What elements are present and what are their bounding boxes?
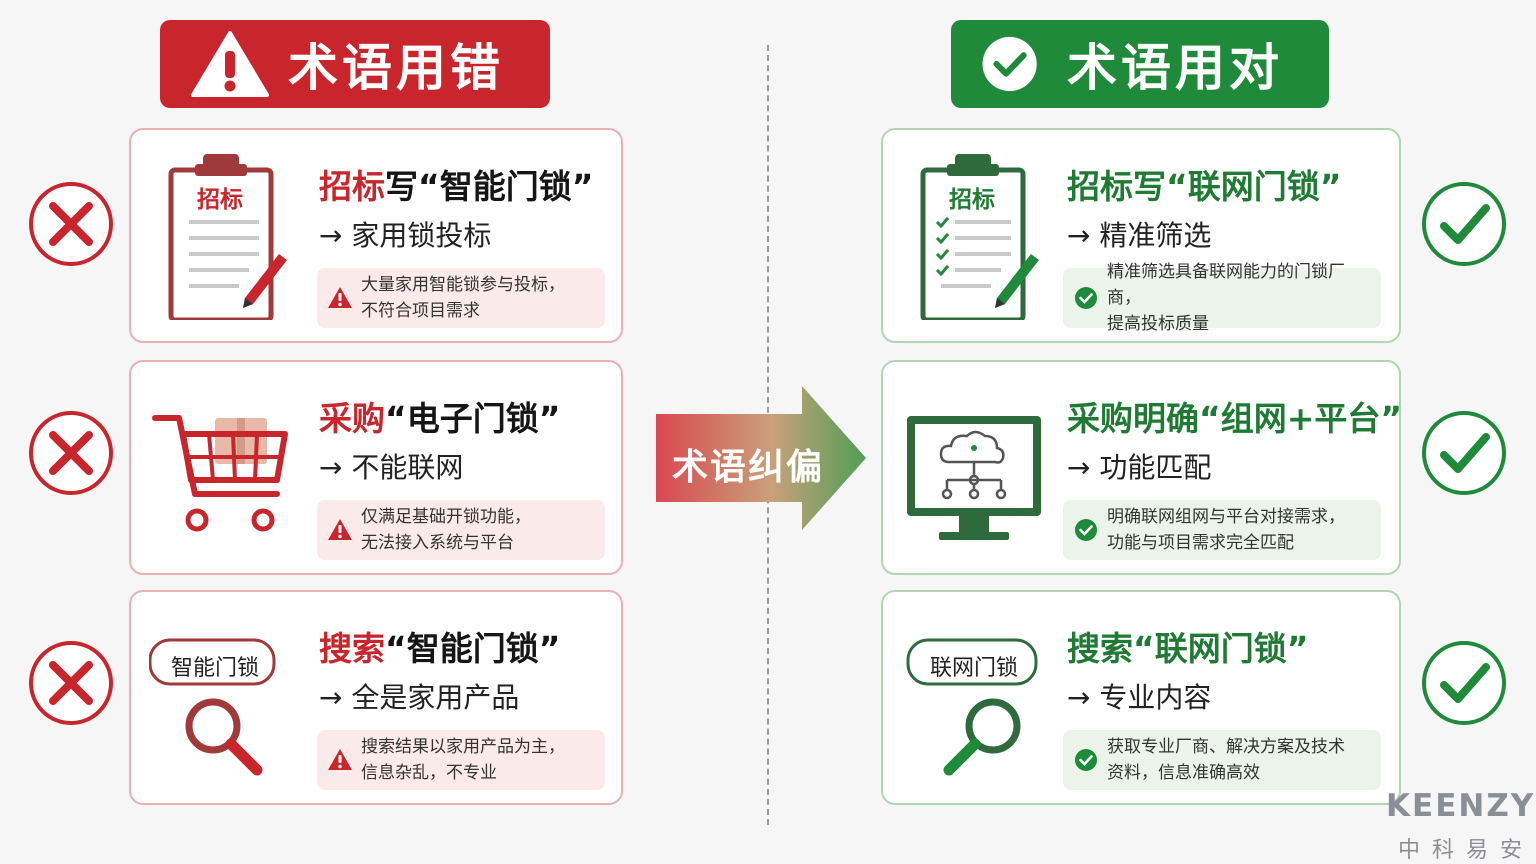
brand-logo-en: KEENZY (1386, 788, 1536, 824)
check-circle-icon (1075, 287, 1097, 309)
warning-triangle-icon (328, 749, 352, 770)
card-note: 大量家用智能锁参与投标， 不符合项目需求 (317, 268, 605, 328)
card-result: → 功能匹配 (1067, 451, 1212, 484)
wrong-terms-banner: 术语用错 (160, 20, 550, 108)
card-title: 招标写“联网门锁” (1067, 167, 1342, 206)
right-card-purchase: 采购明确“组网+平台” → 功能匹配 明确联网组网与平台对接需求， 功能与项目需… (881, 360, 1403, 575)
monitor-cloud-network-icon (907, 416, 1041, 540)
search-keyword-label: 联网门锁 (930, 656, 1019, 681)
warning-triangle-icon (191, 31, 269, 97)
check-circle-icon (982, 36, 1037, 92)
check-mark-icon (1422, 182, 1506, 266)
correction-arrow-icon (656, 386, 866, 530)
wrong-terms-title: 术语用错 (288, 39, 504, 97)
card-result: → 精准筛选 (1067, 219, 1212, 252)
warning-triangle-icon (328, 287, 352, 308)
card-title: 采购明确“组网+平台” (1067, 399, 1403, 438)
clipboard-checklist-icon (920, 154, 1039, 320)
search-keyword-label: 智能门锁 (171, 656, 260, 681)
card-title: 招标写“智能门锁” (319, 167, 594, 206)
right-card-tender: 招标 招标写“联网门锁” → 精准筛选 精准筛选具备联网能力的门锁厂商， 提高投… (881, 128, 1401, 343)
shopping-cart-icon (152, 415, 288, 532)
search-magnifier-icon (906, 638, 1038, 776)
card-note: 仅满足基础开锁功能， 无法接入系统与平台 (317, 500, 605, 560)
check-mark-icon (1422, 411, 1506, 495)
card-result: → 不能联网 (319, 451, 464, 484)
card-title: 搜索“联网门锁” (1067, 629, 1309, 668)
cross-mark-icon (29, 182, 113, 266)
clipboard-label: 招标 (949, 187, 995, 213)
card-result: → 专业内容 (1067, 681, 1212, 714)
right-card-search: 联网门锁 搜索“联网门锁” → 专业内容 获取专业厂商、解决方案及技术 资料，信… (881, 590, 1401, 805)
correction-label: 术语纠偏 (672, 447, 825, 488)
check-circle-icon (1075, 749, 1097, 771)
search-magnifier-icon (149, 638, 276, 776)
wrong-card-search: 智能门锁 搜索“智能门锁” → 全是家用产品 搜索结果以家用产品为主， 信息杂乱… (129, 590, 623, 805)
clipboard-pencil-icon (168, 154, 287, 320)
cross-mark-icon (29, 641, 113, 725)
clipboard-label: 招标 (197, 187, 243, 213)
cross-mark-icon (29, 411, 113, 495)
card-note: 搜索结果以家用产品为主， 信息杂乱，不专业 (317, 730, 605, 790)
check-circle-icon (1075, 519, 1097, 541)
brand-logo-cn: 中科易安 (1398, 838, 1535, 863)
warning-triangle-icon (328, 519, 352, 540)
card-result: → 全是家用产品 (319, 681, 520, 714)
right-terms-banner: 术语用对 (951, 20, 1329, 108)
card-title: 搜索“智能门锁” (319, 629, 561, 668)
wrong-card-purchase: 采购“电子门锁” → 不能联网 仅满足基础开锁功能， 无法接入系统与平台 (129, 360, 623, 575)
wrong-card-tender: 招标 招标写“智能门锁” → 家用锁投标 大量家用智能锁参与投标， 不符合项目需… (129, 128, 623, 343)
card-note: 获取专业厂商、解决方案及技术 资料，信息准确高效 (1063, 730, 1381, 790)
check-mark-icon (1422, 641, 1506, 725)
card-result: → 家用锁投标 (319, 219, 492, 252)
right-terms-title: 术语用对 (1067, 39, 1283, 97)
card-note: 明确联网组网与平台对接需求， 功能与项目需求完全匹配 (1063, 500, 1381, 560)
card-note: 精准筛选具备联网能力的门锁厂商， 提高投标质量 (1063, 262, 1381, 334)
card-title: 采购“电子门锁” (319, 399, 561, 438)
